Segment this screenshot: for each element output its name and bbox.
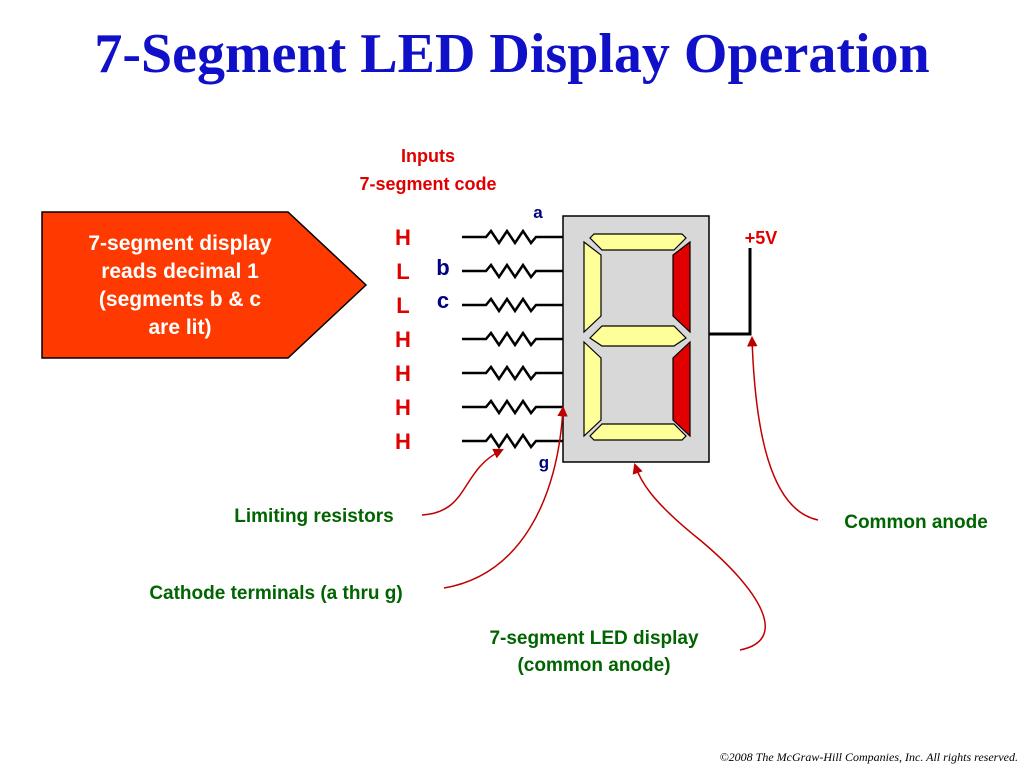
callout-line-4: are lit) — [148, 316, 211, 339]
input-level-4: H — [395, 327, 411, 352]
segment-label-c: c — [437, 288, 449, 313]
supply-label: +5V — [745, 228, 778, 248]
resistor-2 — [462, 262, 563, 280]
display-label-1: 7-segment LED display — [489, 628, 698, 649]
resistor-7 — [462, 432, 563, 450]
common-anode-wire — [709, 248, 752, 336]
input-level-5: H — [395, 361, 411, 386]
callout-line-2: reads decimal 1 — [101, 260, 259, 283]
common-anode-label: Common anode — [844, 512, 988, 533]
resistor-1 — [462, 228, 563, 246]
inputs-label: Inputs — [401, 146, 455, 166]
arrow-cathode-terminals — [443, 405, 568, 589]
limiting-resistors-label: Limiting resistors — [234, 506, 393, 527]
cathode-terminals-label: Cathode terminals (a thru g) — [149, 583, 402, 604]
segment-e — [583, 340, 602, 438]
resistor-network — [462, 228, 563, 450]
segment-b — [672, 240, 691, 334]
display-label-2: (common anode) — [517, 655, 670, 676]
segment-g — [589, 325, 687, 347]
input-level-7: H — [395, 429, 411, 454]
resistor-4 — [462, 330, 563, 348]
page-title: 7-Segment LED Display Operation — [94, 23, 930, 85]
resistor-6 — [462, 398, 563, 416]
resistor-3 — [462, 296, 563, 314]
resistor-5 — [462, 364, 563, 382]
callout-box — [41, 211, 368, 359]
segment-label-a: a — [533, 203, 543, 222]
input-level-6: H — [395, 395, 411, 420]
input-level-3: L — [396, 293, 409, 318]
segment-f — [583, 240, 602, 334]
input-level-2: L — [396, 259, 409, 284]
segment-d — [589, 423, 687, 441]
segment-label-g: g — [539, 453, 549, 472]
arrow-limiting-resistors — [421, 448, 504, 516]
arrow-display — [632, 463, 766, 651]
segment-label-b: b — [436, 255, 449, 280]
segment-a — [589, 233, 687, 251]
input-level-1: H — [395, 225, 411, 250]
copyright-notice: ©2008 The McGraw-Hill Companies, Inc. Al… — [719, 750, 1018, 764]
inputs-sublabel: 7-segment code — [359, 174, 496, 194]
callout-line-1: 7-segment display — [88, 232, 272, 255]
callout-line-3: (segments b & c — [99, 288, 262, 311]
arrow-common-anode — [747, 335, 819, 521]
segment-c — [672, 340, 691, 438]
